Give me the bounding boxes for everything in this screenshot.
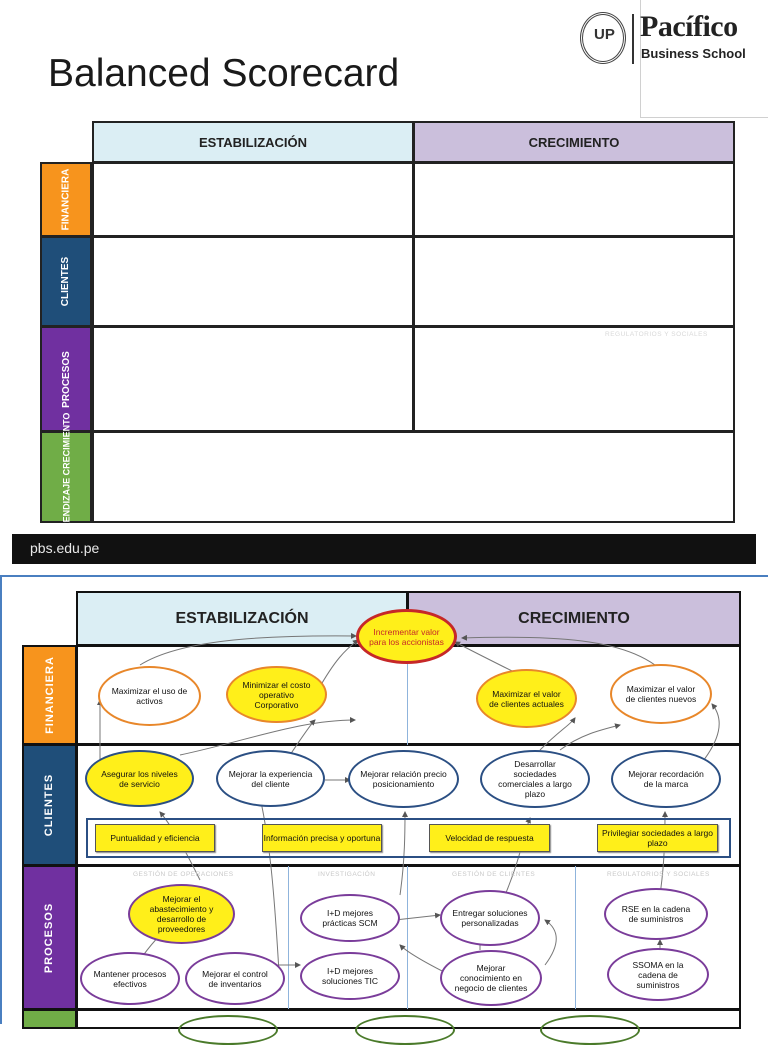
logo-panel	[640, 0, 768, 118]
brand-subtitle: Business School	[641, 46, 746, 61]
map-header-crecimiento: CRECIMIENTO	[407, 591, 741, 646]
seal-letters: UP	[594, 26, 615, 43]
cell-financiera-estabilizacion	[92, 162, 414, 237]
cell-financiera-crecimiento	[413, 162, 735, 237]
process-divider-1	[288, 866, 289, 1009]
cell-procesos-crecimiento	[413, 326, 735, 432]
objective-entregar-soluciones: Entregar soluciones personalizadas	[440, 890, 540, 946]
row-tab-procesos: PROCESOS	[40, 326, 92, 432]
strategy-map-slide	[0, 575, 768, 1024]
value-privilegiar-sociedades: Privilegiar sociedades a largo plazo	[597, 824, 718, 852]
sublabel-investigacion: INVESTIGACIÓN	[318, 871, 376, 878]
row-label-aprendizaje: APRENDIZAJE CRECIMIENTO	[61, 412, 72, 542]
value-velocidad: Velocidad de respuesta	[429, 824, 550, 852]
objective-aprendizaje-2	[355, 1015, 455, 1045]
value-puntualidad: Puntualidad y eficiencia	[95, 824, 215, 852]
objective-rse: RSE en la cadena de suministros	[604, 888, 708, 940]
row-label-financiera: FINANCIERA	[60, 168, 72, 231]
cell-clientes-crecimiento	[413, 236, 735, 327]
objective-maximizar-clientes-nuevos: Maximizar el valor de clientes nuevos	[610, 664, 712, 724]
row-tab-clientes: CLIENTES	[40, 236, 92, 327]
logo-separator	[632, 14, 634, 64]
objective-id-tic: I+D mejores soluciones TIC	[300, 952, 400, 1000]
footer-url-link[interactable]: pbs.edu.pe	[30, 540, 100, 556]
objective-minimizar-costo: Minimizar el costo operativo Corporativo	[226, 666, 327, 723]
cell-aprendizaje	[92, 431, 735, 523]
footer-bar	[12, 534, 756, 564]
cell-clientes-estabilizacion	[92, 236, 414, 327]
map-row-label-procesos: PROCESOS	[43, 902, 56, 973]
objective-aprendizaje-3	[540, 1015, 640, 1045]
map-tab-financiera: FINANCIERA	[22, 645, 77, 745]
row-tab-financiera: FINANCIERA	[40, 162, 92, 237]
sublabel-clientes: GESTIÓN DE CLIENTES	[452, 871, 536, 878]
process-divider-3	[575, 866, 576, 1009]
cell-procesos-estabilizacion	[92, 326, 414, 432]
row-tab-aprendizaje: APRENDIZAJE CRECIMIENTO	[40, 413, 92, 541]
row-label-procesos: PROCESOS	[60, 350, 72, 408]
row-label-clientes: CLIENTES	[60, 256, 72, 307]
column-divider	[407, 646, 408, 745]
objective-control-inventarios: Mejorar el control de inventarios	[185, 952, 285, 1005]
sublabel-operaciones: GESTIÓN DE OPERACIONES	[133, 871, 234, 878]
objective-relacion-precio: Mejorar relación precio posicionamiento	[348, 750, 459, 808]
map-row-label-clientes: CLIENTES	[43, 773, 56, 837]
objective-id-scm: I+D mejores prácticas SCM	[300, 894, 400, 942]
slide-title: Balanced Scorecard	[48, 52, 400, 95]
objective-maximizar-activos: Maximizar el uso de activos	[98, 666, 201, 726]
objective-incrementar-valor: Incrementar valor para los accionistas	[356, 609, 457, 664]
objective-mejorar-experiencia: Mejorar la experiencia del cliente	[216, 750, 325, 807]
map-tab-procesos: PROCESOS	[22, 865, 77, 1010]
university-seal-icon	[580, 12, 626, 64]
objective-recordacion-marca: Mejorar recordación de la marca	[611, 750, 721, 808]
objective-asegurar-servicio: Asegurar los niveles de servicio	[85, 750, 194, 807]
map-tab-aprendizaje	[22, 1009, 77, 1029]
objective-ssoma: SSOMA en la cadena de suministros	[607, 948, 709, 1001]
objective-abastecimiento: Mejorar el abastecimiento y desarrollo d…	[128, 884, 235, 944]
objective-conocimiento-clientes: Mejorar conocimiento en negocio de clien…	[440, 950, 542, 1006]
objective-mantener-procesos: Mantener procesos efectivos	[80, 952, 180, 1005]
sublabel-regulatorios: REGULATORIOS Y SOCIALES	[607, 871, 710, 878]
map-row-label-financiera: FINANCIERA	[43, 656, 56, 734]
objective-sociedades-comerciales: Desarrollar sociedades comerciales a lar…	[480, 750, 590, 808]
column-header-crecimiento: CRECIMIENTO	[413, 121, 735, 163]
objective-aprendizaje-1	[178, 1015, 278, 1045]
process-divider-2	[407, 866, 408, 1009]
brand-name: Pacífico	[640, 10, 738, 43]
value-proposition-strip	[86, 818, 731, 858]
faint-sublabel: REGULATORIOS Y SOCIALES	[605, 331, 708, 338]
value-informacion: Información precisa y oportuna	[262, 824, 382, 852]
map-tab-clientes: CLIENTES	[22, 744, 77, 866]
column-header-estabilizacion: ESTABILIZACIÓN	[92, 121, 414, 163]
objective-maximizar-clientes-actuales: Maximizar el valor de clientes actuales	[476, 669, 577, 728]
